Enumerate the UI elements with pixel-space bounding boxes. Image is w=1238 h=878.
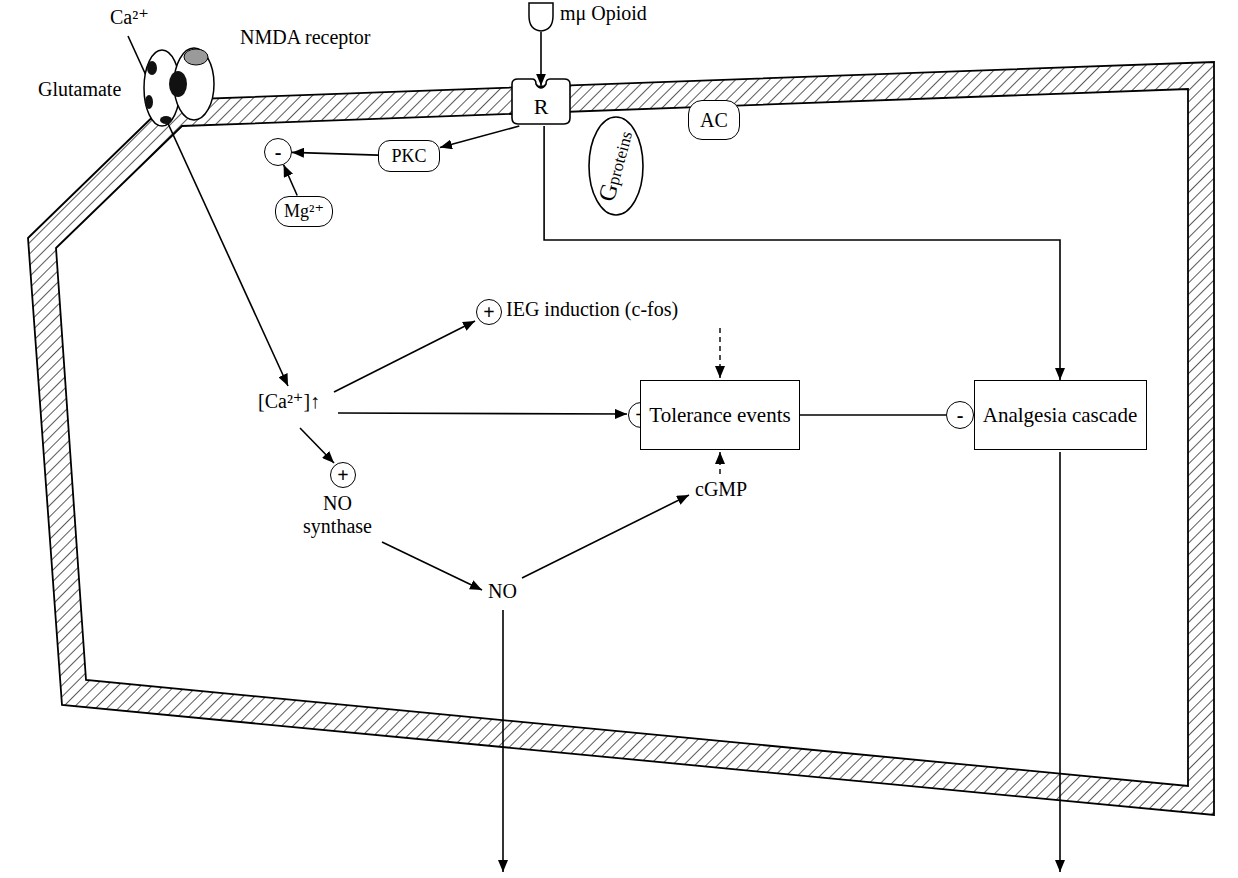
- opioid-icon: [528, 2, 554, 32]
- mu-receptor: R: [510, 78, 572, 126]
- node-text: Mg²⁺: [284, 201, 324, 222]
- node-text: AC: [700, 109, 728, 132]
- messenger-label: cGMP: [693, 478, 749, 501]
- analgesia-exit-arrow: [1059, 452, 1061, 872]
- node-text: mμ Opioid: [560, 2, 647, 25]
- signal-connector: [544, 126, 1060, 380]
- calcium-influx-arrow: [128, 36, 288, 386]
- ligand-label: Glutamate: [36, 78, 123, 101]
- gene-label: IEG induction (c-fos): [504, 298, 680, 321]
- node-text: Analgesia cascade: [983, 403, 1138, 427]
- signal-connector: [292, 152, 378, 155]
- activation-circle: +: [330, 462, 356, 488]
- glutamate-site: [160, 116, 172, 124]
- inhibition-circle: -: [946, 401, 974, 429]
- g-protein-ellipse: Gproteins: [588, 116, 644, 216]
- nmda-receptor: NMDA receptor: [140, 26, 375, 132]
- no-exit-arrow: [502, 610, 504, 872]
- node-text: R: [534, 94, 549, 119]
- calcium-label: [Ca²⁺]↑: [256, 390, 322, 413]
- signal-connector: [540, 32, 542, 86]
- nos-to-no-arrow: [382, 542, 482, 590]
- inhibition-circle: -: [264, 138, 292, 166]
- node-text: PKC: [391, 146, 426, 167]
- signal-connector: [284, 165, 298, 196]
- opioid-outline: [529, 3, 553, 31]
- node-text: Tolerance events: [649, 403, 790, 427]
- g-protein-outline: [589, 117, 643, 215]
- messenger-label: NO: [486, 580, 519, 603]
- opioid-ligand: mμ Opioid: [528, 2, 647, 32]
- process-box: Tolerance events: [640, 380, 800, 450]
- node-text: NMDA receptor: [240, 26, 371, 49]
- node-text: -: [957, 405, 964, 425]
- signal-connector: [440, 126, 519, 148]
- binding-site: [184, 49, 208, 65]
- no-to-cgmp-arrow: [522, 495, 689, 578]
- magnesium-box: Mg²⁺: [275, 196, 333, 227]
- receptor-outline: [512, 79, 570, 124]
- enzyme-label: NO synthase: [288, 492, 387, 538]
- ieg-dashed-arrow: [719, 328, 720, 378]
- process-box: Analgesia cascade: [974, 380, 1147, 450]
- node-text: -: [275, 142, 282, 162]
- cgmp-dashed-arrow: [719, 452, 720, 474]
- ion-label: Ca²⁺: [108, 6, 151, 29]
- pkc-box: PKC: [378, 140, 440, 172]
- adenylate-cyclase: AC: [688, 100, 740, 140]
- cell-membrane: [28, 62, 1214, 815]
- calcium-to-nos-arrow: [300, 428, 334, 463]
- calcium-to-ieg-arrow: [334, 321, 475, 392]
- channel-pore: [169, 71, 187, 97]
- glutamate-site: [147, 61, 157, 75]
- glutamate-site: [145, 95, 153, 109]
- activation-circle: +: [476, 299, 502, 325]
- cell-interior: [56, 89, 1188, 786]
- calcium-to-tolerance-arrow: [338, 413, 627, 414]
- receptor-text-holder: R: [510, 90, 572, 124]
- nmda-channel-drawing: [140, 40, 225, 132]
- signal-connector: [800, 414, 946, 416]
- node-text: +: [337, 465, 348, 485]
- node-text: +: [483, 302, 494, 322]
